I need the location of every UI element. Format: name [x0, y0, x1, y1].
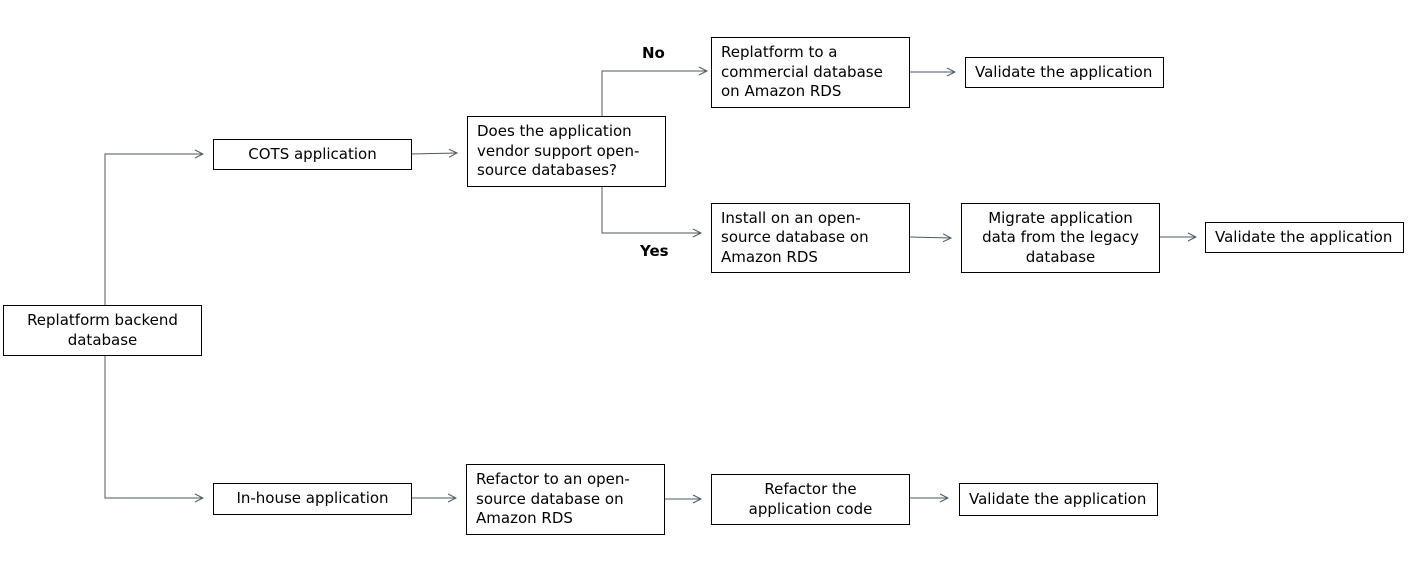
connector-root-to-cots — [104, 154, 203, 305]
no-branch-label: No — [642, 44, 665, 62]
node-text-line: data from the legacy — [982, 228, 1139, 247]
node-text-line: commercial database — [721, 62, 883, 81]
connector-install-to-migrate — [908, 237, 951, 238]
node-text-line: COTS application — [248, 144, 377, 163]
connector-question-no-branch — [601, 71, 707, 116]
connector-cots-to-question — [410, 153, 457, 154]
node-text-line: Replatform backend — [27, 311, 178, 329]
node-text-line: Migrate application — [988, 208, 1133, 227]
cots-application-node: COTS application — [213, 139, 412, 170]
node-text-line: Does the application — [477, 122, 632, 141]
node-text-line: source database on — [476, 489, 624, 508]
node-text-line: Amazon RDS — [476, 509, 573, 528]
node-text-line: Amazon RDS — [721, 247, 818, 266]
node-text-line: Validate the application — [975, 62, 1153, 81]
node-text-line: Refactor to an open- — [476, 470, 630, 489]
connector-question-yes-branch — [601, 186, 701, 233]
node-text-line: Replatform to a — [721, 43, 838, 62]
validate-application-node: Validate the application — [965, 57, 1164, 88]
node-text-line: database — [67, 330, 138, 349]
node-text-line: vendor support open- — [477, 141, 640, 160]
validate-application-node: Validate the application — [959, 483, 1158, 516]
connector-root-to-inhouse — [104, 355, 203, 498]
node-text-line: application code — [748, 499, 873, 518]
node-text-line: on Amazon RDS — [721, 82, 842, 101]
validate-application-node: Validate the application — [1205, 222, 1404, 253]
node-text-line: source databases? — [477, 161, 617, 180]
node-text-line: Refactor the — [764, 480, 857, 498]
yes-branch-label: Yes — [640, 242, 669, 260]
node-text-line: source database on — [721, 228, 869, 247]
node-text-line: Install on an open- — [721, 208, 861, 227]
node-text-line: Validate the application — [1215, 227, 1393, 246]
node-text-line: Validate the application — [969, 489, 1147, 508]
node-text-line: In-house application — [236, 489, 389, 508]
in-house-application-node: In-house application — [213, 483, 412, 515]
node-text-line: database — [1025, 247, 1096, 266]
